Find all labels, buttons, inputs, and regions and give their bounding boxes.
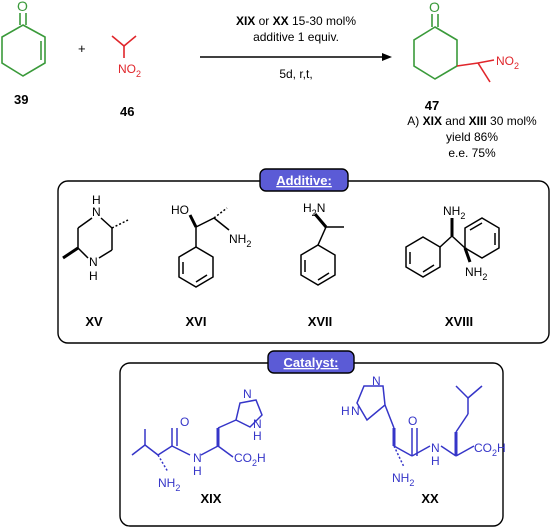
- xx-nh2: NH2: [392, 471, 414, 488]
- cyclohexenone-structure: [1, 13, 46, 77]
- conditions-time-temp-line: 5d, r,t,: [279, 67, 312, 81]
- additive-badge: [259, 168, 349, 192]
- conditions-catalyst-line: XIX or XX 15-30 mol%: [236, 14, 356, 28]
- xix-imidazole-n-top: N: [243, 387, 252, 401]
- product-nitro-side-chain: [456, 59, 495, 83]
- xix-amide-n: N: [193, 451, 202, 465]
- catalyst-title: Catalyst:: [284, 355, 339, 370]
- reaction-arrow-head: [382, 53, 392, 61]
- additive-xvi-structure: [178, 207, 230, 288]
- catalyst-xx-structure: [356, 385, 483, 468]
- catalyst-xx-label: XX: [421, 491, 439, 506]
- product-ketone-oxygen: O: [429, 0, 440, 15]
- xvi-amine: NH2: [229, 232, 251, 249]
- reactant-46-label: 46: [120, 104, 134, 119]
- product-47-label: 47: [425, 98, 439, 113]
- xv-top-h: H: [92, 193, 101, 207]
- additive-xviii-label: XVIII: [445, 314, 473, 329]
- product-nitro-label: NO2: [496, 54, 519, 71]
- result-ee: e.e. 75%: [448, 146, 496, 160]
- xvi-hydroxyl: HO: [171, 203, 189, 217]
- xx-amide-n: N: [431, 441, 440, 455]
- xvii-amine: H2N: [303, 201, 325, 218]
- xviii-amine-bottom: NH2: [465, 265, 487, 282]
- nitropropane-structure: [111, 35, 137, 58]
- product-ring-structure: [413, 14, 458, 80]
- xv-top-n: N: [92, 205, 101, 219]
- xix-carbonyl-o: O: [180, 415, 189, 429]
- xv-bottom-h: H: [89, 269, 98, 283]
- catalyst-xix-structure: [131, 399, 263, 473]
- xx-imidazole-n: N: [351, 404, 360, 418]
- additive-xvii-label: XVII: [308, 314, 333, 329]
- additive-title: Additive:: [276, 173, 332, 188]
- additive-xvi-label: XVI: [186, 314, 207, 329]
- additive-xv-structure: [62, 217, 129, 260]
- additive-xvii-structure: [300, 213, 344, 286]
- xix-imidazole-h: H: [253, 429, 262, 443]
- result-yield: yield 86%: [446, 130, 498, 144]
- additive-xviii-structure: [405, 217, 500, 278]
- catalyst-badge: [267, 350, 355, 374]
- xix-imidazole-n: N: [253, 417, 262, 431]
- nitro-group-label: NO2: [118, 62, 141, 79]
- xx-carboxyl: CO2H: [474, 441, 506, 458]
- reactant-39-label: 39: [14, 92, 28, 107]
- xx-imidazole-n-top: N: [372, 374, 381, 388]
- xviii-amine-top: NH2: [443, 204, 465, 221]
- additive-xv-label: XV: [85, 314, 103, 329]
- xix-carboxyl: CO2H: [234, 451, 266, 468]
- xix-nh2: NH2: [158, 476, 180, 493]
- result-catalyst-line: A) XIX and XIII 30 mol%: [407, 114, 537, 128]
- plus-sign: +: [78, 41, 86, 56]
- xx-carbonyl-o: O: [408, 414, 417, 428]
- xv-bottom-n: N: [89, 255, 98, 269]
- xix-amide-h: H: [193, 464, 202, 478]
- xx-amide-h: H: [431, 454, 440, 468]
- xx-imidazole-h: H: [341, 404, 350, 418]
- ketone-oxygen-atom: O: [17, 0, 28, 14]
- catalyst-xix-label: XIX: [201, 491, 222, 506]
- conditions-additive-line: additive 1 equiv.: [253, 30, 339, 44]
